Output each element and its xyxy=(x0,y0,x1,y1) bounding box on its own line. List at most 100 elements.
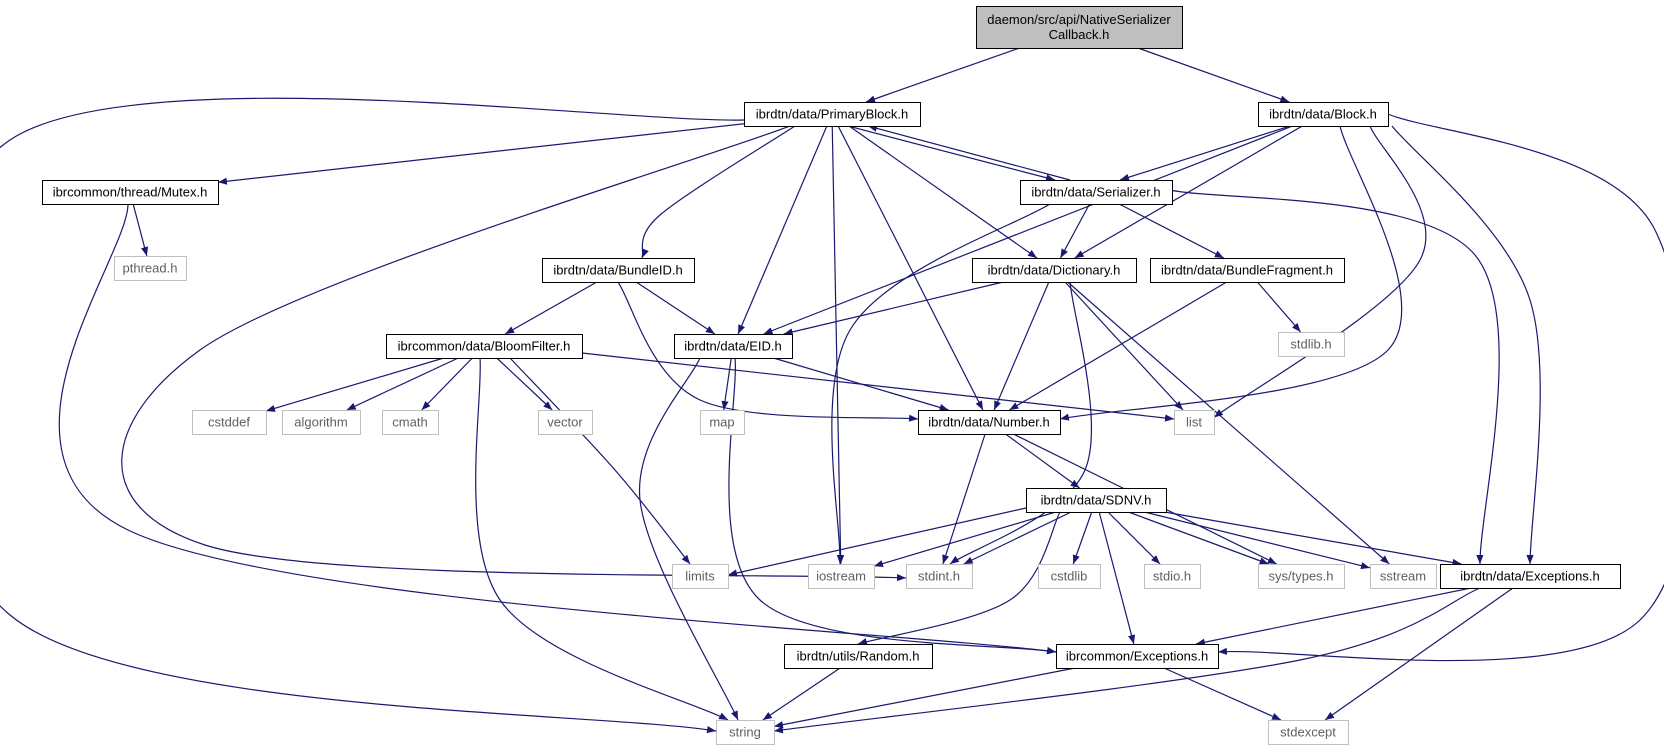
edge-serializer-to-dataexceptions xyxy=(1169,189,1500,565)
edge-number-to-stdint xyxy=(942,433,986,565)
node-bundlefragment[interactable]: ibrdtn/data/BundleFragment.h xyxy=(1150,258,1345,283)
node-label: pthread.h xyxy=(123,261,178,276)
node-label: list xyxy=(1186,415,1202,430)
edge-eid-to-commonexceptions xyxy=(728,357,1057,654)
node-primaryblock[interactable]: ibrdtn/data/PrimaryBlock.h xyxy=(744,102,921,127)
node-label: cmath xyxy=(392,415,427,430)
node-label: string xyxy=(729,725,761,740)
edge-sdnv-to-random xyxy=(857,511,1061,645)
node-box xyxy=(784,644,933,669)
node-box xyxy=(1026,488,1167,513)
node-dataexceptions[interactable]: ibrdtn/data/Exceptions.h xyxy=(1440,564,1621,589)
node-eid[interactable]: ibrdtn/data/EID.h xyxy=(674,334,793,359)
edge-primaryblock-to-string xyxy=(0,97,745,734)
node-label: stdlib.h xyxy=(1290,337,1331,352)
node-label: stdint.h xyxy=(918,569,960,584)
edge-bundleid-to-eid xyxy=(635,281,716,335)
node-sdnv[interactable]: ibrdtn/data/SDNV.h xyxy=(1026,488,1167,513)
edge-primaryblock-to-bundleid xyxy=(641,125,796,259)
node-number[interactable]: ibrdtn/data/Number.h xyxy=(918,410,1061,435)
node-box xyxy=(1258,102,1389,127)
nodes-layer: daemon/src/api/NativeSerializerCallback.… xyxy=(42,6,1621,745)
edge-primaryblock-to-iostream xyxy=(831,125,845,565)
edge-root-to-block xyxy=(1137,47,1290,103)
edge-block-to-list xyxy=(1213,125,1427,418)
node-label: ibrdtn/data/EID.h xyxy=(684,339,782,354)
node-label: ibrdtn/data/BundleID.h xyxy=(553,263,682,278)
node-serializer[interactable]: ibrdtn/data/Serializer.h xyxy=(1020,180,1173,205)
node-box xyxy=(282,410,361,435)
edge-bundlefragment-to-number xyxy=(1009,281,1227,411)
node-stdint: stdint.h xyxy=(906,564,973,589)
node-label: ibrdtn/data/Number.h xyxy=(928,415,1049,430)
node-block[interactable]: ibrdtn/data/Block.h xyxy=(1258,102,1389,127)
node-dictionary[interactable]: ibrdtn/data/Dictionary.h xyxy=(972,258,1137,283)
node-label: ibrdtn/data/Dictionary.h xyxy=(988,263,1121,278)
edge-bundleid-to-bloomfilter xyxy=(504,281,598,335)
edge-sdnv-to-dataexceptions xyxy=(1164,511,1462,566)
node-label: algorithm xyxy=(294,415,347,430)
node-box xyxy=(382,410,439,435)
node-cstddef: cstddef xyxy=(192,410,267,435)
edge-block-to-number xyxy=(1059,125,1403,421)
edge-root-to-primaryblock xyxy=(865,47,1020,103)
node-label: cstdlib xyxy=(1051,569,1088,584)
node-box xyxy=(672,564,729,589)
edge-sdnv-to-sstream xyxy=(1144,511,1371,570)
node-label: vector xyxy=(547,415,583,430)
node-cmath: cmath xyxy=(382,410,439,435)
node-box xyxy=(114,256,187,281)
node-bloomfilter[interactable]: ibrcommon/data/BloomFilter.h xyxy=(386,334,583,359)
edge-primaryblock-to-serializer xyxy=(847,125,1056,182)
edge-serializer-to-bundlefragment xyxy=(1118,203,1225,259)
edge-serializer-to-dictionary xyxy=(1059,203,1091,259)
edge-eid-to-map xyxy=(721,357,732,411)
node-iostream: iostream xyxy=(808,564,875,589)
node-label: stdio.h xyxy=(1153,569,1191,584)
edge-dictionary-to-list xyxy=(1064,281,1184,411)
node-box xyxy=(716,720,775,745)
node-label: ibrdtn/utils/Random.h xyxy=(797,649,920,664)
edge-number-to-sdnv xyxy=(1005,433,1080,489)
node-box xyxy=(1278,332,1345,357)
node-random[interactable]: ibrdtn/utils/Random.h xyxy=(784,644,933,669)
node-box xyxy=(1038,564,1101,589)
node-list: list xyxy=(1174,410,1215,435)
node-systypes: sys/types.h xyxy=(1258,564,1345,589)
edge-bundlefragment-to-stdlib xyxy=(1256,281,1302,333)
edges-layer xyxy=(0,47,1664,734)
node-label: sstream xyxy=(1380,569,1426,584)
node-box xyxy=(538,410,593,435)
node-box xyxy=(976,6,1183,49)
node-string: string xyxy=(716,720,775,745)
node-label: daemon/src/api/NativeSerializer xyxy=(987,12,1171,27)
node-bundleid[interactable]: ibrdtn/data/BundleID.h xyxy=(542,258,695,283)
edge-eid-to-string xyxy=(639,357,739,721)
edge-dataexceptions-to-string xyxy=(773,587,1481,734)
node-pthread: pthread.h xyxy=(114,256,187,281)
node-label: ibrcommon/Exceptions.h xyxy=(1066,649,1208,664)
edge-random-to-string xyxy=(762,667,841,721)
node-label: ibrdtn/data/PrimaryBlock.h xyxy=(756,107,908,122)
edge-primaryblock-to-dictionary xyxy=(848,125,1038,259)
node-label: cstddef xyxy=(208,415,250,430)
edge-primaryblock-to-number xyxy=(837,125,984,411)
node-box xyxy=(808,564,875,589)
node-box xyxy=(386,334,583,359)
edge-sdnv-to-limits xyxy=(727,507,1027,577)
node-label: Callback.h xyxy=(1049,27,1110,42)
node-mutex[interactable]: ibrcommon/thread/Mutex.h xyxy=(42,180,219,205)
node-label: ibrdtn/data/Exceptions.h xyxy=(1460,569,1599,584)
edge-dictionary-to-eid xyxy=(783,281,1004,336)
node-label: ibrcommon/data/BloomFilter.h xyxy=(398,339,571,354)
node-box xyxy=(972,258,1137,283)
node-box xyxy=(42,180,219,205)
node-box xyxy=(1370,564,1437,589)
node-commonexceptions[interactable]: ibrcommon/Exceptions.h xyxy=(1056,644,1219,669)
edge-primaryblock-to-eid xyxy=(737,125,828,335)
node-root[interactable]: daemon/src/api/NativeSerializerCallback.… xyxy=(976,6,1183,49)
node-map: map xyxy=(700,410,745,435)
node-box xyxy=(1440,564,1621,589)
edge-primaryblock-to-mutex xyxy=(217,123,745,185)
edge-commonexceptions-to-string xyxy=(773,667,1076,729)
